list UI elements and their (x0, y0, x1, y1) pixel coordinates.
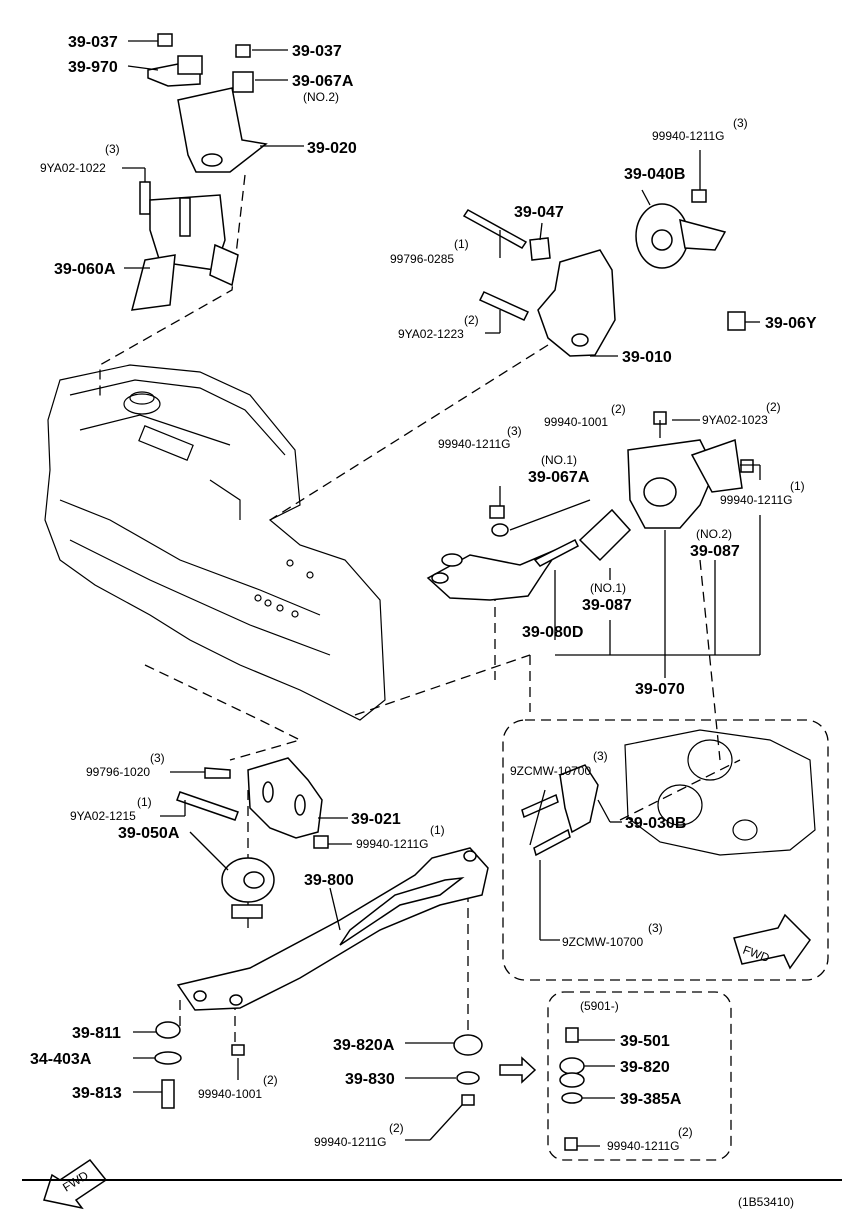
callout-part-number: 39-800 (304, 872, 354, 889)
callout-qty: (2) (464, 313, 479, 327)
callout-qty: (2) (389, 1121, 404, 1135)
callout-note: (NO.2) (303, 90, 339, 104)
callout-part-number: 39-030B (625, 815, 686, 832)
callout-part-number: 9YA02-1023 (702, 413, 768, 427)
callout-part-number: 9YA02-1215 (70, 809, 136, 823)
callout-note: (NO.2) (696, 527, 732, 541)
callout-part-number: 39-820A (333, 1037, 395, 1054)
callout-qty: (3) (648, 921, 663, 935)
callout-part-number: 39-087 (582, 597, 632, 614)
callout-part-number: 99796-1020 (86, 765, 150, 779)
callout-part-number: 39-820 (620, 1059, 670, 1076)
diagram-reference: (1B53410) (738, 1195, 794, 1209)
callout-qty: (1) (790, 479, 805, 493)
callout-part-number: 39-080D (522, 624, 583, 641)
callout-part-number: 39-037 (68, 34, 118, 51)
callout-qty: (1) (430, 823, 445, 837)
callout-part-number: 39-040B (624, 166, 685, 183)
callout-part-number: 99940-1211G (607, 1139, 680, 1153)
callout-qty: (3) (593, 749, 608, 763)
callout-part-number: 99940-1211G (720, 493, 793, 507)
fwd-arrow-left: FWD (43, 1158, 108, 1210)
callout-qty: (1) (454, 237, 469, 251)
leader-lines (122, 40, 761, 1147)
callout-qty: (3) (105, 142, 120, 156)
callout-qty: (3) (150, 751, 165, 765)
callout-part-number: 39-020 (307, 140, 357, 157)
callout-part-number: 9YA02-1022 (40, 161, 106, 175)
callout-part-number: 39-813 (72, 1085, 122, 1102)
callout-qty: (3) (733, 116, 748, 130)
callout-part-number: 99940-1001 (198, 1087, 262, 1101)
callout-part-number: 99940-1211G (438, 437, 511, 451)
callout-qty: (1) (137, 795, 152, 809)
callout-qty: (3) (507, 424, 522, 438)
leader-lines-dashed (99, 174, 741, 1050)
callout-part-number: 39-501 (620, 1033, 670, 1050)
callout-part-number: 39-811 (72, 1025, 121, 1042)
callout-qty: (2) (263, 1073, 278, 1087)
callout-qty: (2) (766, 400, 781, 414)
callout-note: (NO.1) (590, 581, 626, 595)
engine-illustration (44, 364, 386, 721)
callout-part-number: 99940-1211G (652, 129, 725, 143)
transaxle-detail-frame (502, 719, 829, 981)
callout-part-number: 99940-1001 (544, 415, 608, 429)
inset-frame-5901 (547, 991, 732, 1161)
inset-label: (5901-) (580, 999, 619, 1013)
callout-part-number: 9YA02-1223 (398, 327, 464, 341)
callout-part-number: 39-060A (54, 261, 116, 278)
callout-part-number: 39-050A (118, 825, 180, 842)
callout-part-number: 34-403A (30, 1051, 92, 1068)
callout-part-number: 39-070 (635, 681, 685, 698)
callout-part-number: 39-970 (68, 59, 118, 76)
callout-labels: 39-037 39-970 39-037 39-067A (NO.2) 39-0… (30, 34, 817, 1153)
callout-part-number: 39-037 (292, 43, 342, 60)
callout-qty: (2) (611, 402, 626, 416)
callout-part-number: 39-010 (622, 349, 672, 366)
callout-part-number: 39-385A (620, 1091, 682, 1108)
callout-part-number: 99940-1211G (314, 1135, 387, 1149)
callout-part-number: 39-830 (345, 1071, 395, 1088)
fwd-arrow-right: FWD (733, 913, 811, 970)
callout-part-number: 99796-0285 (390, 252, 454, 266)
callout-part-number: 39-06Y (765, 315, 817, 332)
callout-part-number: 39-047 (514, 204, 564, 221)
callout-part-number: 99940-1211G (356, 837, 429, 851)
callout-part-number: 39-021 (351, 811, 401, 828)
callout-part-number: 39-067A (528, 469, 590, 486)
callout-note: (NO.1) (541, 453, 577, 467)
callout-part-number: 39-067A (292, 73, 354, 90)
callout-part-number: 9ZCMW-10700 (510, 764, 591, 778)
callout-part-number: 9ZCMW-10700 (562, 935, 643, 949)
callout-part-number: 39-087 (690, 543, 740, 560)
part-shapes (130, 33, 816, 1151)
callout-qty: (2) (678, 1125, 693, 1139)
